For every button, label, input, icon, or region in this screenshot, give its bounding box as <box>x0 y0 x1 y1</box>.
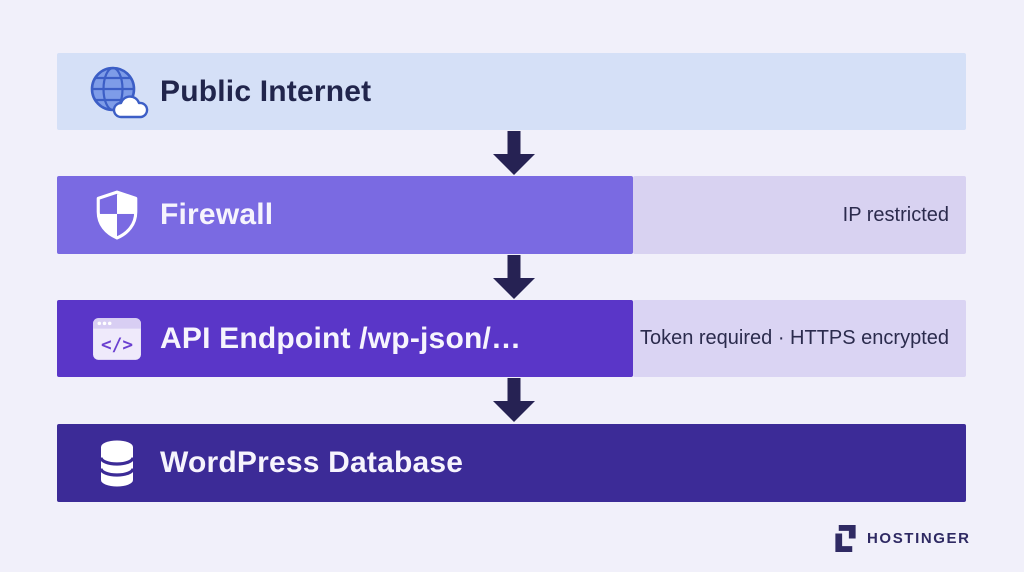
layer-public-internet: Public Internet <box>57 53 966 130</box>
layer-label-wordpress-database: WordPress Database <box>160 446 464 479</box>
layer-api-endpoint: </> API Endpoint /wp-json/… <box>57 300 633 377</box>
layer-firewall: Firewall <box>57 176 633 254</box>
down-arrow-icon <box>493 131 535 175</box>
layer-wordpress-database: WordPress Database <box>57 424 966 502</box>
code-glyph: </> <box>101 335 133 355</box>
layer-label-api-endpoint: API Endpoint /wp-json/… <box>160 321 522 355</box>
layer-label-public-internet: Public Internet <box>160 74 372 108</box>
api-annotation: Token required · HTTPS encrypted <box>639 327 949 349</box>
layer-label-firewall: Firewall <box>160 198 274 231</box>
hostinger-logo-text: HOSTINGER <box>867 530 971 547</box>
hostinger-logo-icon <box>835 525 856 552</box>
code-window-icon: </> <box>83 317 151 361</box>
hostinger-logo: HOSTINGER <box>833 525 971 552</box>
down-arrow-icon <box>493 255 535 299</box>
firewall-annotation-panel: IP restricted <box>633 176 966 254</box>
database-icon <box>83 437 151 489</box>
down-arrow-icon <box>493 378 535 422</box>
api-annotation-panel: Token required · HTTPS encrypted <box>633 300 966 377</box>
shield-icon <box>83 190 151 240</box>
globe-cloud-icon <box>83 63 151 121</box>
firewall-annotation: IP restricted <box>842 203 949 226</box>
